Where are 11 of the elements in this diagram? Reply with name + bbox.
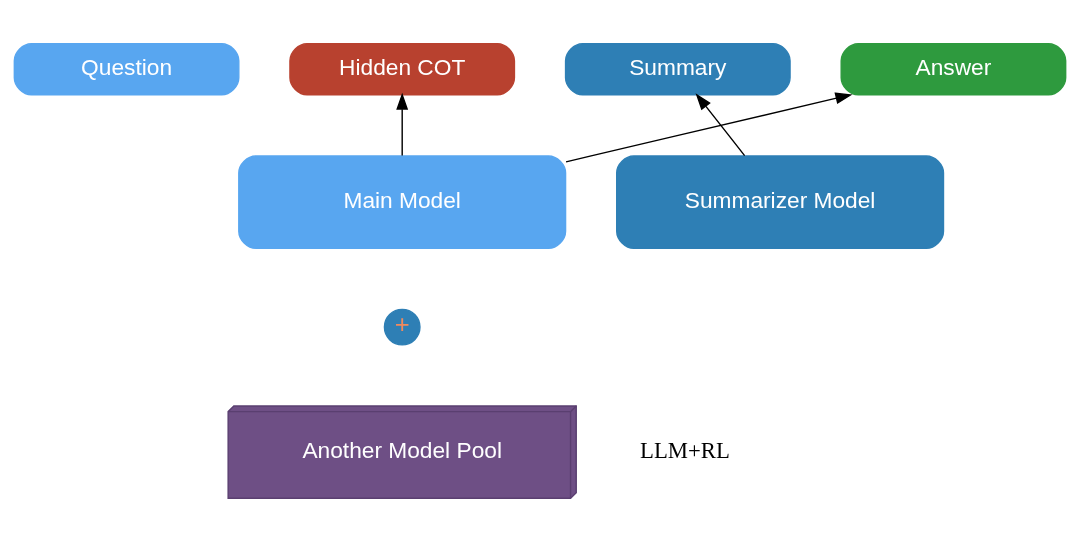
node-box: Summarizer Model xyxy=(616,154,945,249)
arrow xyxy=(695,92,746,156)
node-box: Question xyxy=(13,42,240,96)
label: LLM+RL xyxy=(640,437,730,463)
node-box: Hidden COT xyxy=(289,42,516,96)
arrow xyxy=(565,91,853,163)
node-box: Main Model xyxy=(238,154,567,249)
node-circle: + xyxy=(383,308,421,346)
node-box: Summary xyxy=(564,42,791,96)
arrow xyxy=(396,92,409,156)
node-box: Answer xyxy=(840,42,1067,96)
